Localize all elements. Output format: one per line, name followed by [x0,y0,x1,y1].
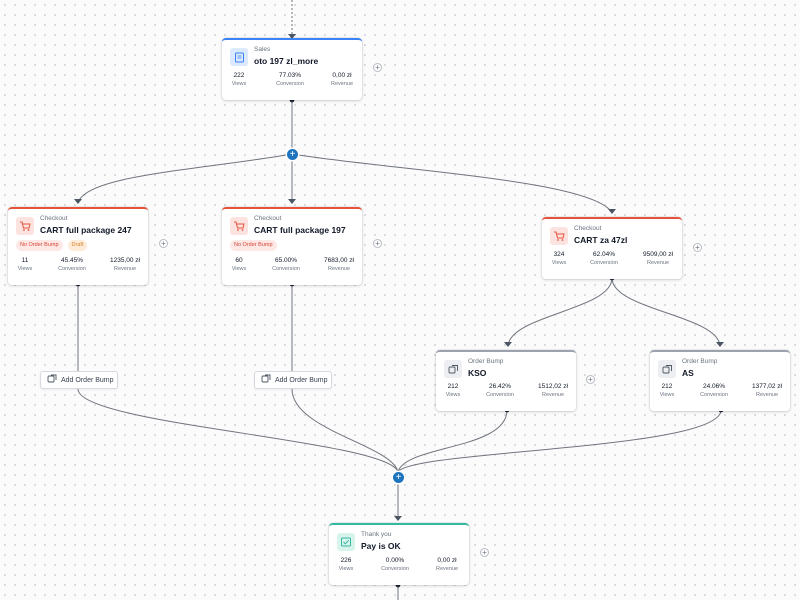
node-title: CART full package 247 [40,225,132,235]
revenue-label: Revenue [541,392,565,398]
add-order-bump-label: Add Order Bump [61,376,114,384]
conversion-value: 62.04% [592,251,616,258]
conversion-label: Conversion [276,81,304,87]
node-type: Checkout [40,215,68,222]
views-value: 11 [21,257,29,264]
checkout-node-2[interactable]: Checkout CART full package 197 No Order … [222,207,362,285]
revenue-value: 1377,02 zł [752,383,782,390]
revenue-label: Revenue [327,266,351,272]
checkout-node-1[interactable]: Checkout CART full package 247 No Order … [8,207,148,285]
cart-icon [230,217,248,235]
views-label: Views [338,566,354,572]
add-order-bump-button[interactable]: Add Order Bump [254,371,332,389]
order-bump-icon [47,374,57,386]
draft-badge: Draft [67,240,88,251]
node-type: Checkout [574,225,602,232]
node-type: Checkout [254,215,282,222]
revenue-label: Revenue [646,260,670,266]
views-value: 222 [233,72,245,79]
conversion-value: 24.06% [702,383,726,390]
node-type: Thank you [361,531,392,538]
node-type: Order Bump [682,358,718,365]
add-order-bump-button[interactable]: Add Order Bump [40,371,118,389]
views-label: Views [17,266,33,272]
add-step-button[interactable]: + [693,243,702,252]
views-label: Views [659,392,675,398]
revenue-value: 1512,02 zł [538,383,568,390]
node-title: AS [682,368,694,378]
views-value: 60 [235,257,243,264]
conversion-label: Conversion [272,266,300,272]
views-label: Views [231,81,247,87]
no-order-bump-badge: No Order Bump [230,240,277,251]
views-value: 324 [553,251,565,258]
node-title: CART full package 197 [254,225,346,235]
revenue-label: Revenue [113,266,137,272]
revenue-value: 7683,00 zł [324,257,354,264]
revenue-value: 0,00 zł [332,72,352,79]
conversion-value: 65.00% [274,257,298,264]
revenue-value: 9509,00 zł [643,251,673,258]
merge-connector-icon[interactable]: + [287,149,298,160]
conversion-value: 0.00% [385,557,405,564]
add-order-bump-label: Add Order Bump [275,376,328,384]
views-value: 212 [447,383,459,390]
thank-you-icon [337,533,355,551]
add-step-button[interactable]: + [586,375,595,384]
add-step-button[interactable]: + [373,239,382,248]
order-bump-icon [444,360,462,378]
revenue-label: Revenue [330,81,354,87]
conversion-value: 45.45% [60,257,84,264]
conversion-label: Conversion [58,266,86,272]
revenue-label: Revenue [435,566,459,572]
node-title: CART za 47zl [574,235,628,245]
conversion-label: Conversion [700,392,728,398]
add-step-button[interactable]: + [373,63,382,72]
page-icon [230,48,248,66]
node-type: Sales [254,46,271,53]
views-value: 212 [661,383,673,390]
conversion-value: 77.03% [278,72,302,79]
add-step-button[interactable]: + [480,548,489,557]
revenue-label: Revenue [755,392,779,398]
views-label: Views [551,260,567,266]
node-title: KSO [468,368,487,378]
add-step-button[interactable]: + [159,239,168,248]
revenue-value: 1235,00 zł [110,257,140,264]
node-title: Pay is OK [361,541,401,551]
revenue-value: 0,00 zł [437,557,457,564]
conversion-label: Conversion [486,392,514,398]
views-label: Views [445,392,461,398]
order-bump-icon [658,360,676,378]
views-value: 226 [340,557,352,564]
no-order-bump-badge: No Order Bump [16,240,63,251]
conversion-label: Conversion [381,566,409,572]
cart-icon [16,217,34,235]
conversion-label: Conversion [590,260,618,266]
node-type: Order Bump [468,358,504,365]
views-label: Views [231,266,247,272]
merge-connector-icon[interactable]: + [393,472,404,483]
conversion-value: 26.42% [488,383,512,390]
order-bump-icon [261,374,271,386]
node-title: oto 197 zl_more [254,56,319,66]
cart-icon [550,227,568,245]
